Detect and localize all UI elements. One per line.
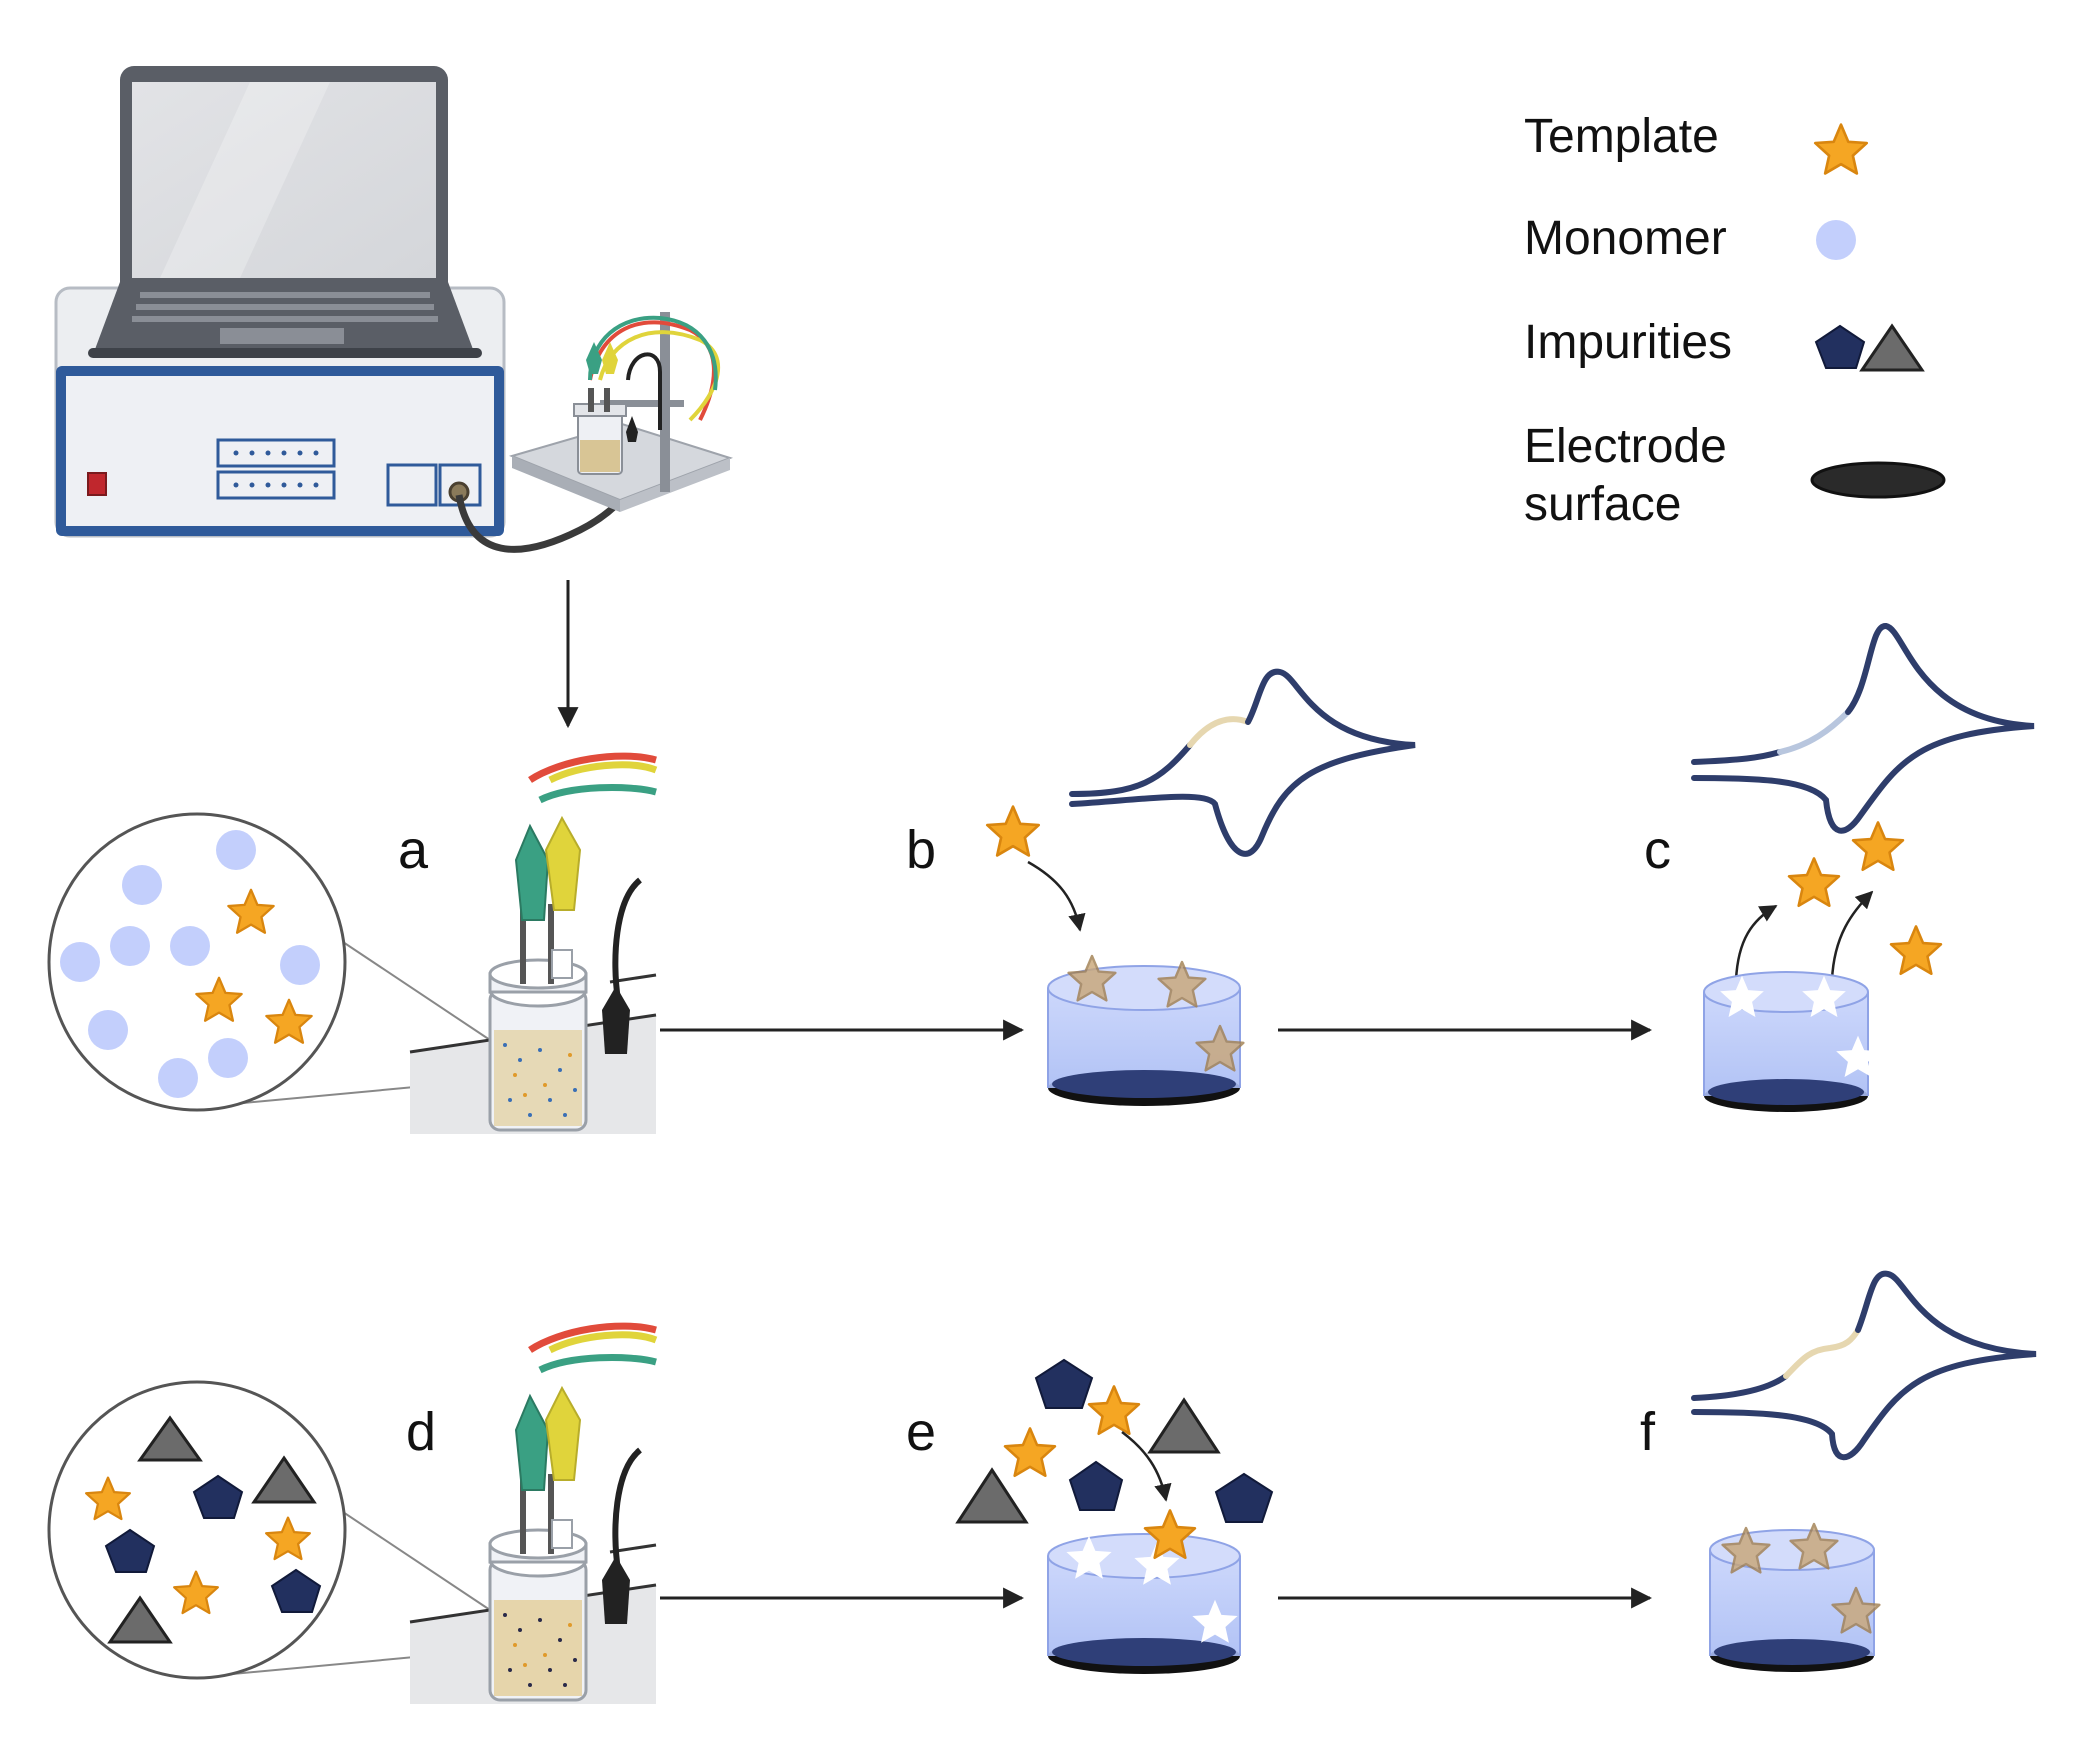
pentagon-icon — [1814, 324, 1866, 369]
legend-template-label: Template — [1524, 110, 1719, 163]
panel-label-d: d — [406, 1402, 436, 1462]
legend — [1810, 123, 1946, 499]
electrode-e — [1047, 1533, 1241, 1674]
panel-label-c: c — [1644, 820, 1671, 880]
electrode-b — [1047, 954, 1245, 1106]
electrode-f — [1709, 1522, 1881, 1672]
panel-label-e: e — [906, 1402, 936, 1462]
panel-label-f: f — [1640, 1402, 1656, 1462]
cv-curve-b — [1069, 668, 1416, 857]
electrode-c — [1703, 971, 1880, 1112]
zoom-circle-impurities — [47, 1380, 491, 1680]
legend-electrode-label-line2: surface — [1524, 478, 1682, 531]
legend-impurities-label: Impurities — [1524, 316, 1733, 369]
panel-label-b: b — [906, 820, 936, 880]
legend-monomer-label: Monomer — [1524, 212, 1727, 265]
laptop-icon — [88, 66, 482, 358]
electrode-icon — [1810, 461, 1946, 499]
potentiostat-setup — [54, 66, 734, 553]
legend-electrode-label-line1: Electrode — [1524, 420, 1727, 473]
panel-label-a: a — [398, 820, 429, 880]
circle-icon — [1816, 220, 1856, 260]
cv-curve-f — [1691, 1270, 2037, 1461]
star-icon — [1813, 123, 1869, 175]
cv-curve-c — [1691, 623, 2035, 834]
triangle-icon — [1859, 323, 1925, 372]
electrochemical-cell-icon — [508, 312, 734, 512]
zoom-circle-monomer-template — [47, 812, 491, 1112]
cell-d — [409, 1322, 658, 1704]
cell-a — [409, 752, 658, 1134]
